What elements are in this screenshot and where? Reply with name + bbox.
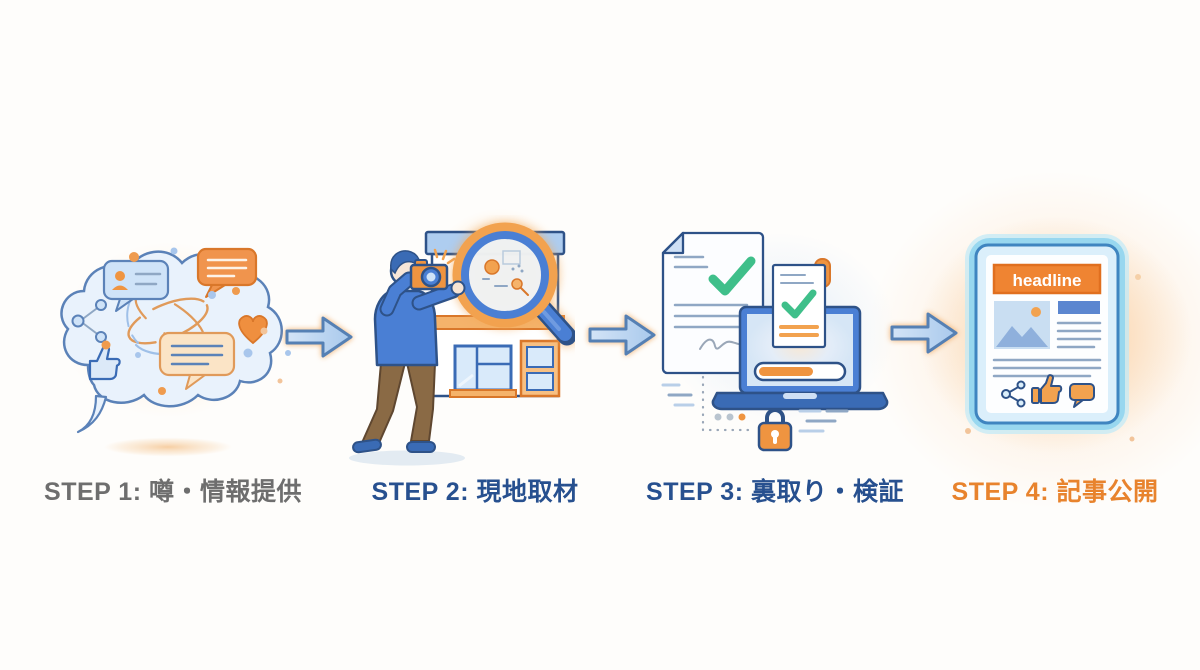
arrow-right-icon [888, 308, 960, 358]
share-icon [1001, 380, 1026, 408]
cloud-shadow [104, 437, 232, 457]
headline-text: headline [1013, 271, 1082, 290]
dotted-connector [701, 375, 755, 432]
headline-banner: headline [992, 263, 1102, 295]
step-4-illustration: headline [965, 234, 1141, 442]
checkmark-icon [708, 256, 756, 296]
step-4-caption: STEP 4: 記事公開 [951, 478, 1159, 506]
step-3-illustration [661, 231, 889, 452]
arrow-right-icon [586, 310, 658, 360]
heart-icon [238, 315, 268, 345]
progress-bar [753, 361, 847, 382]
sun-icon [1031, 307, 1041, 317]
reporter-with-camera [352, 248, 466, 454]
share-icon [71, 299, 107, 343]
signature [699, 338, 748, 350]
thumbs-up-icon [1031, 374, 1063, 404]
arrow-right-icon [283, 312, 355, 362]
tablet-article: headline [965, 234, 1129, 434]
article-image [994, 301, 1050, 349]
reporter-shadow [349, 450, 465, 466]
scatter-dots [101, 247, 291, 395]
step-3-caption: STEP 3: 裏取り・検証 [646, 478, 904, 506]
step-2-caption: STEP 2: 現地取材 [371, 478, 579, 506]
step-1-illustration [60, 247, 291, 457]
shop-door [519, 339, 561, 398]
checkmark-icon [781, 289, 817, 319]
camera-icon [409, 248, 456, 291]
comment-icon [1069, 383, 1095, 408]
laptop [711, 258, 889, 411]
magnifying-glass-icon [452, 222, 575, 346]
screen-document [771, 258, 831, 349]
lock-icon [757, 408, 793, 452]
step-2-illustration [349, 222, 575, 466]
speech-bubble-orange [196, 247, 258, 298]
speech-bubble-peach [158, 331, 236, 390]
article-text-lines [992, 321, 1102, 378]
step-1-caption: STEP 1: 噂・情報提供 [44, 478, 302, 506]
